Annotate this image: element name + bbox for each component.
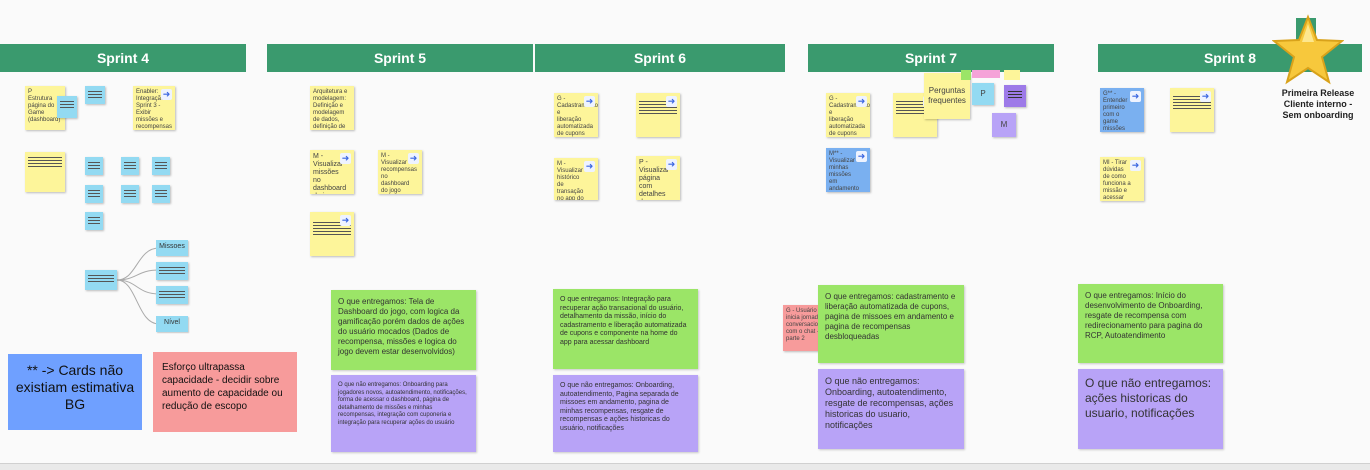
mindmap-node-nivel[interactable]: Nível xyxy=(156,316,188,332)
legend-blue-card[interactable]: ** -> Cards não existiam estimativa BG xyxy=(8,354,142,430)
delivered-text: O que entregamos: cadastramento e libera… xyxy=(825,292,956,341)
sticky-note-yellow-small[interactable] xyxy=(1004,70,1020,80)
sticky-note[interactable] xyxy=(57,96,77,118)
note-text: Perguntas frequentes xyxy=(928,86,966,105)
arrow-right-icon[interactable]: ➜ xyxy=(408,153,419,164)
sticky-note[interactable] xyxy=(85,86,105,104)
arrow-right-icon[interactable]: ➜ xyxy=(1130,91,1141,102)
note-text: M - Visualizar recompensas no dashboard … xyxy=(381,153,418,194)
note-text: Enabler: Integração Sprint 3 - Exibir mi… xyxy=(136,89,173,130)
sprint-6-header: Sprint 6 xyxy=(535,44,785,72)
mindmap-node-missoes[interactable]: Missoes xyxy=(156,240,188,256)
sticky-note[interactable]: ➜ xyxy=(1170,88,1214,132)
sticky-note-pink-small[interactable] xyxy=(972,70,1000,78)
sticky-note[interactable] xyxy=(121,157,139,175)
not-delivered-card[interactable]: O que não entregamos: Onboarding, autoat… xyxy=(818,369,964,449)
sticky-note[interactable]: G - Cadastramento e liberação automatiza… xyxy=(826,93,870,137)
not-delivered-text: O que não entregamos: Onboarding, autoat… xyxy=(560,382,679,432)
sticky-note[interactable]: P - Visualizar página com detalhes da mi… xyxy=(636,156,680,200)
sticky-note[interactable]: Perguntas frequentes xyxy=(924,73,970,119)
sticky-note[interactable]: ➜ xyxy=(310,212,354,256)
not-delivered-card[interactable]: O que não entregamos: Onboarding para jo… xyxy=(331,375,476,452)
sticky-note[interactable]: MI - Tirar dúvidas de como funciona a mi… xyxy=(1100,157,1144,201)
sticky-note[interactable] xyxy=(85,157,103,175)
note-text: G** - Entender primeiro com o game missõ… xyxy=(1103,91,1128,132)
sticky-note[interactable] xyxy=(121,185,139,203)
arrow-right-icon[interactable]: ➜ xyxy=(340,215,351,226)
mindmap-root[interactable] xyxy=(85,270,117,290)
sticky-note[interactable]: M xyxy=(992,113,1016,137)
mindmap-node[interactable] xyxy=(156,262,188,280)
legend-red-text: Esforço ultrapassa capacidade - decidir … xyxy=(162,362,283,412)
arrow-right-icon[interactable]: ➜ xyxy=(161,89,172,100)
legend-blue-text: ** -> Cards não existiam estimativa BG xyxy=(15,362,135,412)
sticky-note[interactable]: M - Visualizar histórico de transação no… xyxy=(554,158,598,200)
not-delivered-text: O que não entregamos: ações historicas d… xyxy=(1085,376,1212,420)
sticky-note[interactable] xyxy=(25,152,65,192)
not-delivered-card[interactable]: O que não entregamos: Onboarding, autoat… xyxy=(553,375,698,452)
note-text: G - Cadastramento e liberação automatiza… xyxy=(829,96,870,137)
arrow-right-icon[interactable]: ➜ xyxy=(856,96,867,107)
sticky-note-green-small[interactable] xyxy=(961,70,971,80)
not-delivered-text: O que não entregamos: Onboarding para jo… xyxy=(338,382,467,426)
arrow-right-icon[interactable]: ➜ xyxy=(856,151,867,162)
legend-red-card[interactable]: Esforço ultrapassa capacidade - decidir … xyxy=(153,352,297,432)
note-text: M** - Visualizar minhas missões em andam… xyxy=(829,151,860,192)
sticky-note[interactable] xyxy=(85,212,103,230)
sticky-note[interactable] xyxy=(85,185,103,203)
delivered-card[interactable]: O que entregamos: cadastramento e libera… xyxy=(818,285,964,363)
delivered-text: O que entregamos: Integração para recupe… xyxy=(560,296,687,346)
sprint-5-header: Sprint 5 xyxy=(267,44,533,72)
sticky-note[interactable]: Arquitetura e modelagem: Definição e mod… xyxy=(310,86,354,130)
arrow-right-icon[interactable]: ➜ xyxy=(666,159,677,170)
delivered-card[interactable]: O que entregamos: Tela de Dashboard do j… xyxy=(331,290,476,370)
not-delivered-card[interactable]: O que não entregamos: ações historicas d… xyxy=(1078,369,1223,449)
sticky-note[interactable]: G** - Entender primeiro com o game missõ… xyxy=(1100,88,1144,132)
sticky-note[interactable]: ➜ xyxy=(636,93,680,137)
sprint-4-header: Sprint 4 xyxy=(0,44,246,72)
arrow-right-icon[interactable]: ➜ xyxy=(666,96,677,107)
arrow-right-icon[interactable]: ➜ xyxy=(584,96,595,107)
sticky-note[interactable] xyxy=(1004,85,1026,107)
canvas-bottom-bar xyxy=(0,463,1370,470)
sticky-note[interactable]: M - Visualizar recompensas no dashboard … xyxy=(378,150,422,194)
delivered-card[interactable]: O que entregamos: Integração para recupe… xyxy=(553,289,698,369)
sticky-note[interactable] xyxy=(152,185,170,203)
mindmap-node[interactable] xyxy=(156,286,188,304)
sticky-note[interactable]: M** - Visualizar minhas missões em andam… xyxy=(826,148,870,192)
delivered-text: O que entregamos: Início do desenvolvime… xyxy=(1085,291,1203,340)
delivered-card[interactable]: O que entregamos: Início do desenvolvime… xyxy=(1078,284,1223,363)
sticky-note[interactable]: Enabler: Integração Sprint 3 - Exibir mi… xyxy=(133,86,175,130)
note-text: G - Cadastramento e liberação automatiza… xyxy=(557,96,598,137)
note-text: P - Visualizar página com detalhes da mi… xyxy=(639,159,670,200)
mindmap-connectors xyxy=(117,247,159,325)
sticky-note[interactable]: P xyxy=(972,83,994,105)
sprint-7-header: Sprint 7 xyxy=(808,44,1054,72)
sticky-note[interactable] xyxy=(152,157,170,175)
delivered-text: O que entregamos: Tela de Dashboard do j… xyxy=(338,297,465,356)
release-label: Primeira Release Cliente interno - Sem o… xyxy=(1281,88,1355,120)
sticky-note[interactable]: G - Cadastramento e liberação automatiza… xyxy=(554,93,598,137)
note-text: M - Visualizar histórico de transação no… xyxy=(557,161,584,200)
arrow-right-icon[interactable]: ➜ xyxy=(1130,160,1141,171)
note-text: MI - Tirar dúvidas de como funciona a mi… xyxy=(1103,160,1131,201)
not-delivered-text: O que não entregamos: Onboarding, autoat… xyxy=(825,376,954,430)
note-text: M - Visualizar missões no dashboard do j… xyxy=(313,153,347,194)
arrow-right-icon[interactable]: ➜ xyxy=(1200,91,1211,102)
arrow-right-icon[interactable]: ➜ xyxy=(584,161,595,172)
sticky-note[interactable]: M - Visualizar missões no dashboard do j… xyxy=(310,150,354,194)
star-icon xyxy=(1272,14,1344,85)
arrow-right-icon[interactable]: ➜ xyxy=(340,153,351,164)
